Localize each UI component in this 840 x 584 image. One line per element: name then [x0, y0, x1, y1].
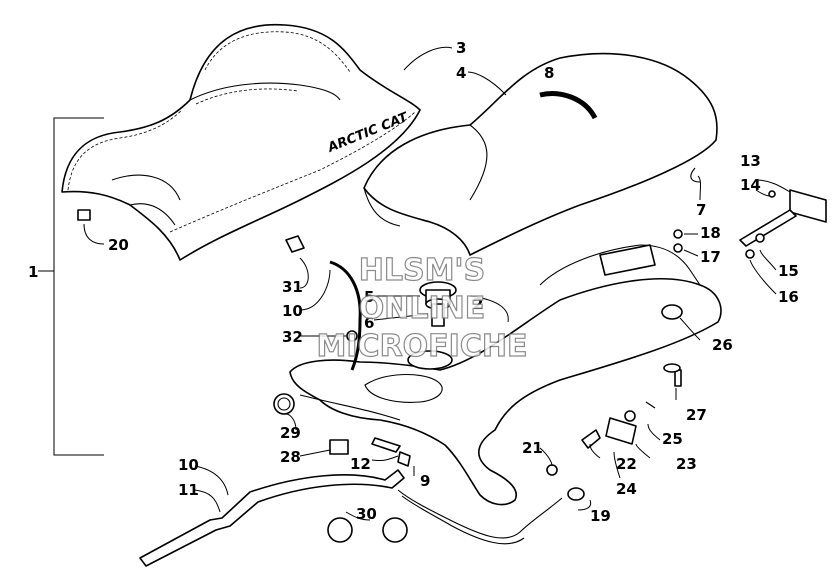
watermark: HLSM'S ONLINE MICROFICHE	[316, 252, 528, 364]
label-12: 12	[350, 455, 371, 473]
label-5: 5	[364, 288, 374, 306]
label-15: 15	[778, 262, 799, 280]
label-14: 14	[740, 176, 761, 194]
label-29: 29	[280, 424, 301, 442]
label-18: 18	[700, 224, 721, 242]
leader-lines	[83, 46, 791, 521]
label-28: 28	[280, 448, 301, 466]
part-labels: 1 2 3 4 5 6 7 8 9 10 10 11 12 13 14 15 1…	[28, 39, 799, 525]
label-10-lower: 10	[178, 456, 199, 474]
label-2: 2	[473, 295, 483, 313]
label-13: 13	[740, 152, 761, 170]
label-32: 32	[282, 328, 303, 346]
label-23: 23	[676, 455, 697, 473]
label-26: 26	[712, 336, 733, 354]
label-31: 31	[282, 278, 303, 296]
label-1: 1	[28, 263, 38, 281]
watermark-line-2: ONLINE	[359, 291, 486, 326]
label-20: 20	[108, 236, 129, 254]
cable-upper	[329, 260, 362, 371]
label-22: 22	[616, 455, 637, 473]
label-6: 6	[364, 314, 374, 332]
gas-cap	[419, 281, 457, 327]
label-3: 3	[456, 39, 466, 57]
watermark-line-1: HLSM'S	[359, 253, 485, 288]
label-25: 25	[662, 430, 683, 448]
cable-assembly	[139, 469, 563, 567]
watermark-line-3: MICROFICHE	[317, 329, 528, 364]
label-21: 21	[522, 439, 543, 457]
label-17: 17	[700, 248, 721, 266]
seat-cover	[363, 52, 718, 256]
label-8: 8	[544, 64, 554, 82]
label-4: 4	[456, 64, 466, 82]
label-30: 30	[356, 505, 377, 523]
small-parts	[77, 189, 827, 543]
label-27: 27	[686, 406, 707, 424]
label-7: 7	[696, 201, 706, 219]
seat-base	[289, 244, 722, 506]
label-19: 19	[590, 507, 611, 525]
seat-assembly: ARCTIC CAT	[61, 23, 421, 261]
label-9: 9	[420, 472, 430, 490]
label-10-upper: 10	[282, 302, 303, 320]
label-11: 11	[178, 481, 199, 499]
label-24: 24	[616, 480, 637, 498]
assembly-bracket	[38, 117, 104, 456]
label-16: 16	[778, 288, 799, 306]
